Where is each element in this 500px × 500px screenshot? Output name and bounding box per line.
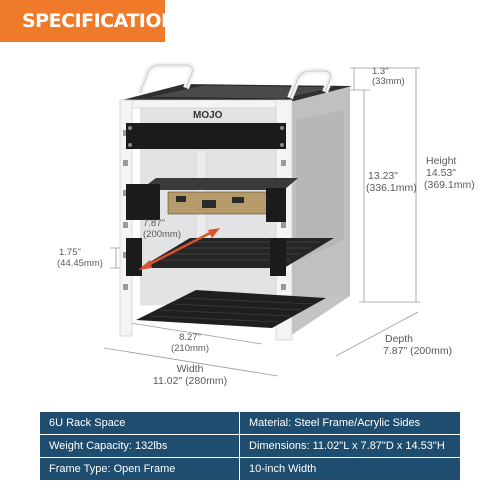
spec-frame-type: Frame Type: Open Frame xyxy=(40,458,240,480)
board-shelf xyxy=(140,178,298,190)
unit-height-mm: (44.45mm) xyxy=(57,258,103,269)
spec-rack-space: 6U Rack Space xyxy=(40,412,240,434)
inner-width-in: 8.27" xyxy=(179,332,201,343)
circuit-board xyxy=(167,191,273,215)
specifications-banner: SPECIFICATIONS xyxy=(0,0,190,42)
height-mm: (369.1mm) xyxy=(424,179,475,191)
spec-weight-capacity: Weight Capacity: 132lbs xyxy=(40,435,240,457)
spec-width: 10-inch Width xyxy=(240,458,460,480)
depth-value: 7.87" (200mm) xyxy=(383,345,453,357)
spec-dimensions: Dimensions: 11.02"L x 7.87"D x 14.53"H xyxy=(240,435,460,457)
unit-height-in: 1.75" xyxy=(59,247,81,258)
logo-text: MOJO xyxy=(193,110,223,121)
inner-height-in: 13.23" xyxy=(368,170,399,182)
side-panel-cutout xyxy=(296,110,344,262)
spec-material: Material: Steel Frame/Acrylic Sides xyxy=(240,412,460,434)
rack-diagram xyxy=(103,62,420,377)
spec-table: 6U Rack Space Material: Steel Frame/Acry… xyxy=(40,412,460,480)
blanking-panel xyxy=(126,123,286,149)
top-gap-in: 1.3" xyxy=(372,66,389,77)
dimension-lines xyxy=(103,67,420,377)
top-gap-mm: (33mm) xyxy=(372,76,405,87)
inner-depth-in: 7.87" xyxy=(143,218,165,229)
depth-arrow xyxy=(138,228,220,270)
height-label: Height xyxy=(426,155,457,167)
side-acrylic-panel xyxy=(290,86,350,336)
bottom-shelf xyxy=(136,290,326,328)
inner-width-mm: (210mm) xyxy=(170,343,209,354)
width-value: 11.02" (280mm) xyxy=(152,375,228,387)
inner-height-mm: (336.1mm) xyxy=(366,182,417,194)
vented-bracket xyxy=(126,184,160,220)
height-in: 14.53" xyxy=(426,167,457,179)
width-label: Width xyxy=(176,363,204,375)
depth-label: Depth xyxy=(385,333,414,345)
inner-depth-mm: (200mm) xyxy=(143,229,182,240)
